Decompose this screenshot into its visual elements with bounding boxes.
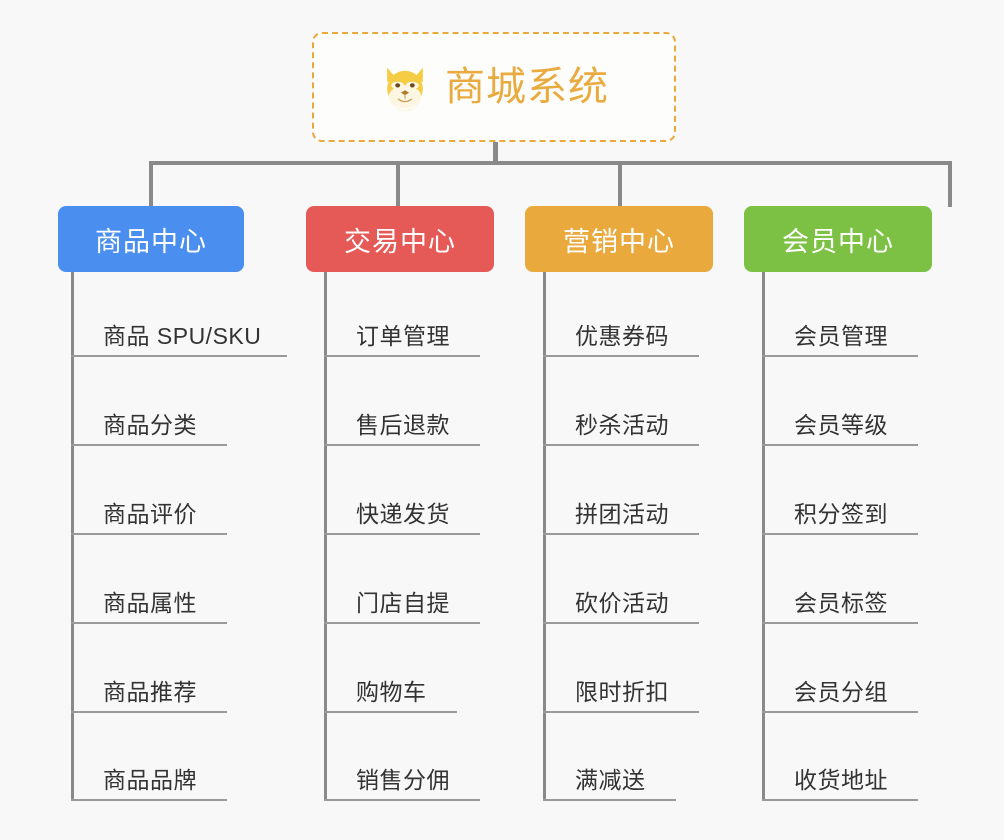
root-node-shop-system[interactable]: 商城系统 — [312, 32, 676, 142]
leaf-underline — [71, 444, 227, 446]
leaf-label: 销售分佣 — [356, 767, 450, 793]
leaf-underline — [324, 799, 480, 801]
leaf-label: 会员等级 — [794, 412, 888, 438]
leaf-label: 商品属性 — [103, 590, 197, 616]
leaf-label: 满减送 — [575, 767, 646, 793]
leaf-label: 秒杀活动 — [575, 412, 669, 438]
leaf-underline — [762, 711, 918, 713]
leaf-label: 优惠券码 — [575, 323, 669, 349]
leaf-label: 售后退款 — [356, 412, 450, 438]
category-label: 商品中心 — [95, 226, 207, 257]
leaf-label: 拼团活动 — [575, 501, 669, 527]
leaf-underline — [543, 533, 699, 535]
leaf-label: 会员标签 — [794, 590, 888, 616]
leaf-label: 商品推荐 — [103, 679, 197, 705]
leaf-label: 商品分类 — [103, 412, 197, 438]
connector-horizontal-bar — [149, 161, 952, 165]
connector-root-stem — [493, 142, 498, 164]
trunk-marketing-center — [543, 272, 546, 801]
leaf-label: 购物车 — [356, 679, 427, 705]
leaf-label: 门店自提 — [356, 590, 450, 616]
leaf-label: 商品品牌 — [103, 767, 197, 793]
connector-drop-member-center — [948, 161, 952, 207]
category-label: 营销中心 — [563, 226, 675, 257]
category-header-product-center[interactable]: 商品中心 — [58, 206, 244, 272]
trunk-product-center — [71, 272, 74, 801]
leaf-label: 收货地址 — [794, 767, 888, 793]
leaf-underline — [71, 355, 287, 357]
category-header-trade-center[interactable]: 交易中心 — [306, 206, 494, 272]
leaf-underline — [762, 799, 918, 801]
leaf-label: 限时折扣 — [575, 679, 669, 705]
leaf-underline — [324, 444, 480, 446]
leaf-underline — [762, 355, 918, 357]
trunk-trade-center — [324, 272, 327, 801]
leaf-underline — [71, 711, 227, 713]
leaf-label: 商品 SPU/SKU — [103, 323, 262, 349]
leaf-underline — [762, 444, 918, 446]
leaf-label: 砍价活动 — [575, 590, 669, 616]
leaf-underline — [543, 799, 676, 801]
leaf-underline — [543, 711, 699, 713]
category-header-member-center[interactable]: 会员中心 — [744, 206, 932, 272]
leaf-underline — [543, 355, 699, 357]
leaf-underline — [762, 622, 918, 624]
leaf-underline — [543, 444, 699, 446]
leaf-label: 商品评价 — [103, 501, 197, 527]
leaf-label: 会员分组 — [794, 679, 888, 705]
connector-drop-marketing-center — [618, 161, 622, 207]
root-title: 商城系统 — [445, 65, 609, 109]
leaf-underline — [324, 533, 480, 535]
category-label: 会员中心 — [782, 226, 894, 257]
leaf-underline — [71, 622, 227, 624]
shiba-dog-face-icon — [387, 67, 423, 112]
leaf-underline — [71, 533, 227, 535]
leaf-underline — [71, 799, 227, 801]
leaf-underline — [762, 533, 918, 535]
category-header-marketing-center[interactable]: 营销中心 — [525, 206, 713, 272]
connector-drop-product-center — [149, 161, 153, 207]
leaf-label: 积分签到 — [794, 501, 888, 527]
category-label: 交易中心 — [344, 226, 456, 257]
leaf-underline — [324, 622, 480, 624]
trunk-member-center — [762, 272, 765, 801]
leaf-label: 订单管理 — [356, 323, 450, 349]
leaf-label: 快递发货 — [356, 501, 450, 527]
connector-drop-trade-center — [396, 161, 400, 207]
leaf-underline — [543, 622, 699, 624]
leaf-underline — [324, 355, 480, 357]
leaf-underline — [324, 711, 457, 713]
leaf-label: 会员管理 — [794, 323, 888, 349]
